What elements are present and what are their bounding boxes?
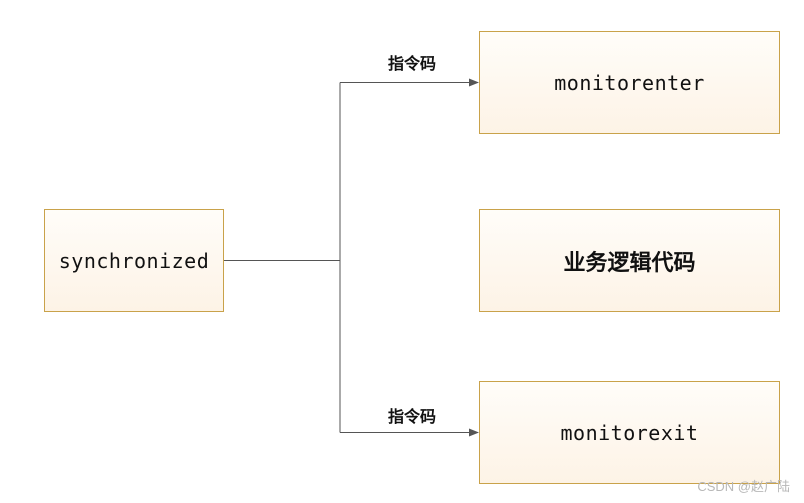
node-monitorexit: monitorexit <box>479 381 780 484</box>
edge-label-exit: 指令码 <box>388 407 437 426</box>
node-monitorexit-label: monitorexit <box>560 420 699 445</box>
node-synchronized-label: synchronized <box>58 248 210 273</box>
node-monitorenter: monitorenter <box>479 31 780 134</box>
node-synchronized: synchronized <box>44 209 224 312</box>
node-monitorenter-label: monitorenter <box>554 70 705 95</box>
node-business-logic: 业务逻辑代码 <box>479 209 780 312</box>
node-business-logic-label: 业务逻辑代码 <box>563 250 696 276</box>
watermark: CSDN @赵广陆 <box>697 479 790 494</box>
edge-label-enter: 指令码 <box>388 54 437 73</box>
